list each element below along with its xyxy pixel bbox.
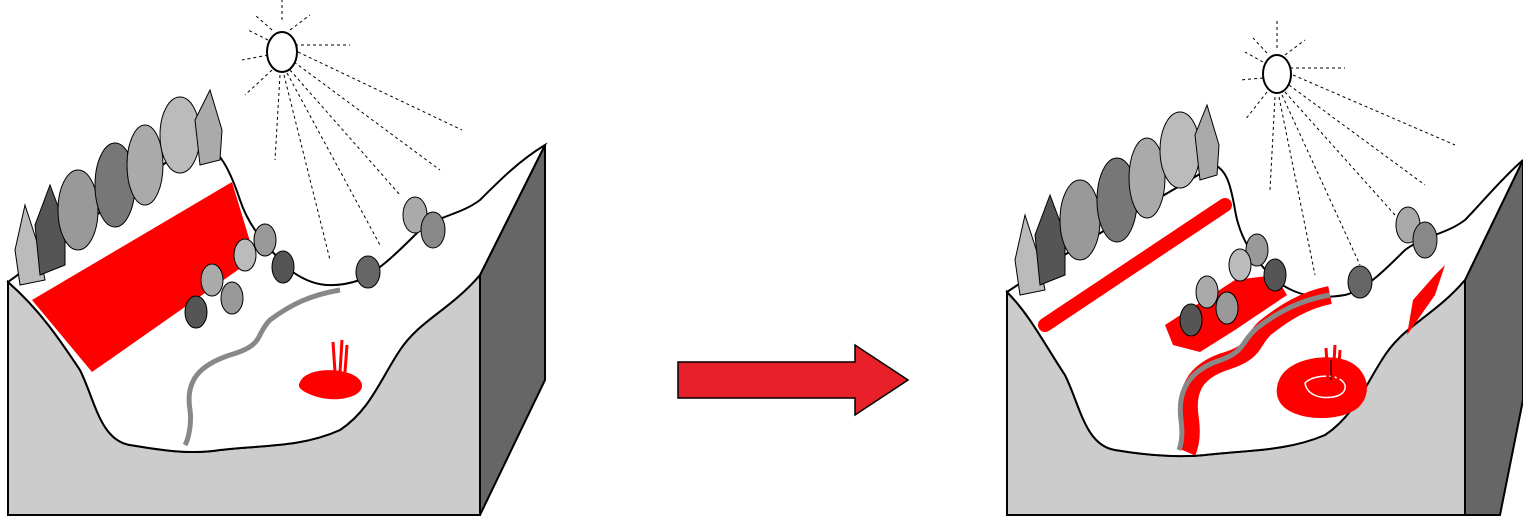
tree-icon — [271, 250, 295, 284]
sun-icon — [241, 0, 463, 261]
tree-icon — [200, 263, 224, 297]
landscape-before-panel — [0, 0, 560, 517]
river — [182, 287, 341, 447]
landscape-before-diagram — [6, 0, 548, 516]
tree-icon — [1014, 213, 1046, 296]
forest-back — [14, 88, 223, 286]
tree-icon — [1245, 233, 1269, 267]
transition-arrow — [670, 340, 915, 420]
landscape-after-panel — [995, 0, 1523, 517]
plant-icon — [1324, 344, 1342, 381]
highlight-river-buffer — [1178, 286, 1332, 456]
snow-surface — [6, 138, 548, 454]
highlight-slope-patch — [1407, 265, 1445, 335]
tree-icon — [233, 238, 257, 272]
tree-icon — [1128, 137, 1166, 219]
tree-icon — [420, 211, 446, 249]
tree-icon — [194, 88, 223, 166]
tree-icon — [1159, 111, 1201, 189]
tree-icon — [1228, 248, 1252, 282]
pond — [298, 339, 363, 400]
tree-icon — [1412, 221, 1438, 259]
tree-icon — [1263, 258, 1287, 292]
sun-icon — [1239, 20, 1456, 276]
right-arrow-icon — [677, 343, 910, 417]
tree-icon — [14, 203, 46, 286]
tree-icon — [1034, 193, 1066, 286]
forest-middle — [184, 196, 446, 329]
highlight-clearing — [32, 182, 255, 372]
tree-icon — [220, 281, 244, 315]
pond — [1276, 344, 1367, 419]
tree-icon — [355, 255, 381, 289]
tree-icon — [1347, 265, 1373, 299]
river — [1176, 292, 1331, 451]
tree-icon — [126, 124, 164, 206]
tree-icon — [1179, 303, 1203, 337]
highlight-forest-edge-strip — [1038, 198, 1232, 332]
tree-icon — [1195, 275, 1219, 309]
forest-back — [1014, 103, 1220, 296]
forest-middle — [1179, 206, 1438, 337]
tree-icon — [1215, 291, 1239, 325]
tree-icon — [159, 96, 201, 174]
tree-icon — [1194, 103, 1220, 181]
plant-icon — [331, 339, 349, 373]
tree-icon — [57, 169, 99, 251]
tree-icon — [253, 223, 277, 257]
landscape-after-diagram — [1005, 20, 1523, 516]
tree-icon — [34, 183, 66, 276]
tree-icon — [1059, 179, 1101, 261]
tree-icon — [184, 295, 208, 329]
